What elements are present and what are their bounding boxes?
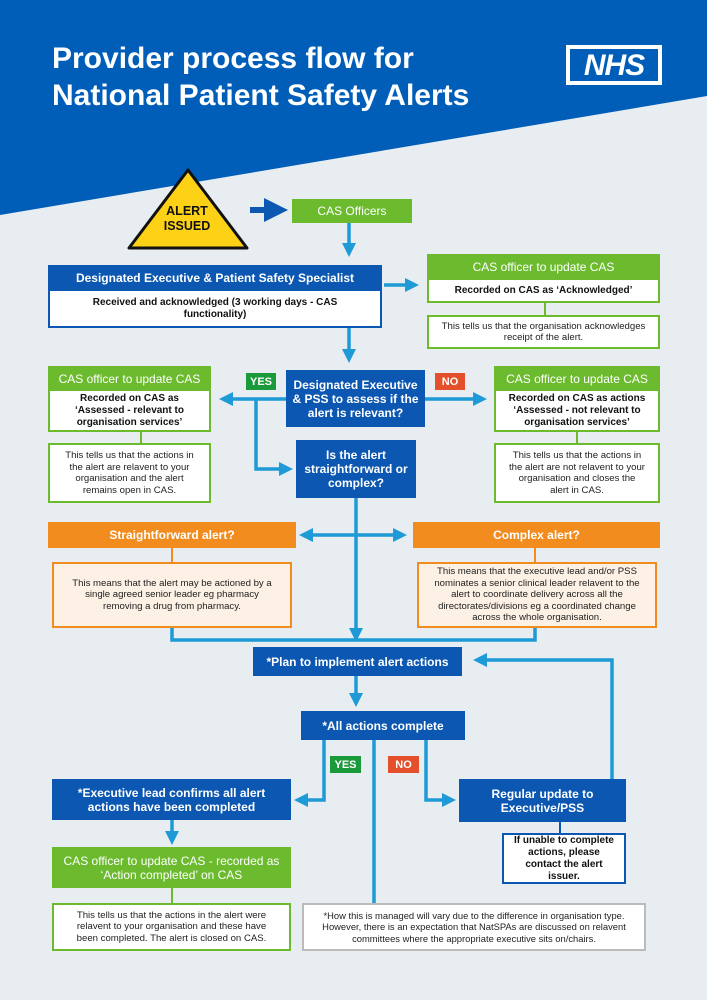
alert-triangle-icon [127, 168, 249, 250]
cas-ack-note: This tells us that the organisation ackn… [427, 315, 660, 349]
straightforward-note: This means that the alert may be actione… [52, 562, 292, 628]
nhs-logo-text: NHS [570, 49, 658, 82]
complex-note: This means that the executive lead and/o… [417, 562, 657, 628]
all-actions-complete-box: *All actions complete [301, 711, 465, 740]
cas-not-relevant-note: This tells us that the actions in the al… [494, 443, 660, 503]
straightforward-header: Straightforward alert? [48, 522, 296, 548]
header-banner [0, 0, 707, 215]
footnote-box: *How this is managed will vary due to th… [302, 903, 646, 951]
straightforward-or-complex-box: Is the alert straightforward or complex? [296, 440, 416, 498]
designated-exec-body: Received and acknowledged (3 working day… [48, 291, 382, 328]
yes-tag: YES [246, 373, 276, 390]
alert-issued-label: ALERT ISSUED [163, 204, 211, 233]
cas-not-relevant-body: Recorded on CAS as actions ‘Assessed - n… [494, 391, 660, 432]
designated-exec-header: Designated Executive & Patient Safety Sp… [48, 265, 382, 291]
cas-relevant-note: This tells us that the actions in the al… [48, 443, 211, 503]
complex-header: Complex alert? [413, 522, 660, 548]
cas-ack-body: Recorded on CAS as ‘Acknowledged’ [427, 280, 660, 303]
no-tag-2: NO [388, 756, 419, 773]
no-tag: NO [435, 373, 465, 390]
cas-ack-header: CAS officer to update CAS [427, 254, 660, 280]
cas-relevant-header: CAS officer to update CAS [48, 366, 211, 391]
cas-relevant-body: Recorded on CAS as ‘Assessed - relevant … [48, 391, 211, 432]
assess-relevance-box: Designated Executive & PSS to assess if … [286, 370, 425, 427]
unable-contact-box: If unable to complete actions, please co… [502, 833, 626, 884]
yes-tag-2: YES [330, 756, 361, 773]
nhs-logo: NHS [566, 45, 662, 85]
cas-officers-box: CAS Officers [292, 199, 412, 223]
cas-completed-note: This tells us that the actions in the al… [52, 903, 291, 951]
cas-not-relevant-header: CAS officer to update CAS [494, 366, 660, 391]
regular-update-box: Regular update to Executive/PSS [459, 779, 626, 822]
plan-actions-box: *Plan to implement alert actions [253, 647, 462, 676]
exec-confirms-box: *Executive lead confirms all alert actio… [52, 779, 291, 820]
page-title: Provider process flow for National Patie… [52, 42, 470, 112]
cas-completed-header: CAS officer to update CAS - recorded as … [52, 847, 291, 888]
